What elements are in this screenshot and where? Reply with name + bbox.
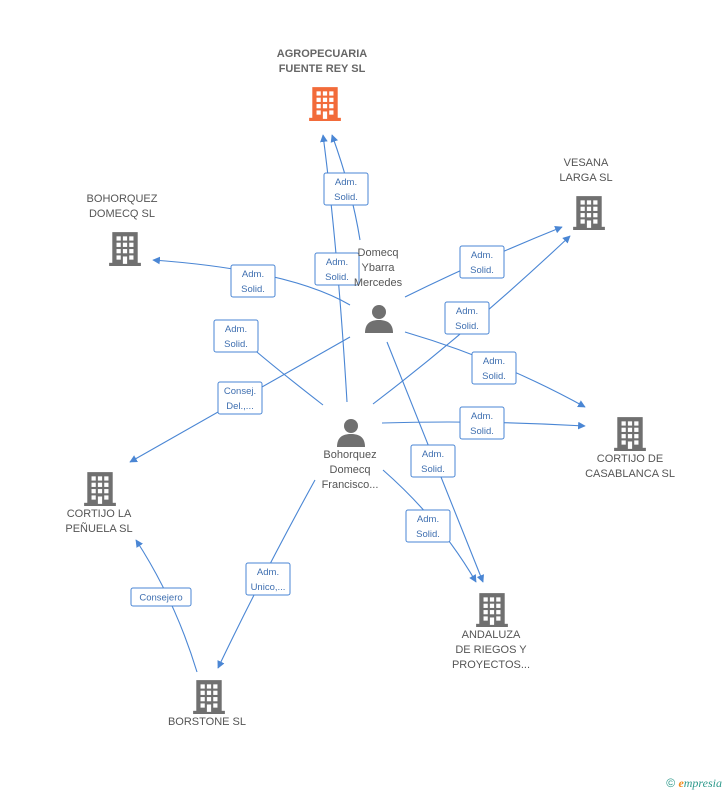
building-icon bbox=[573, 196, 605, 230]
node-label: FUENTE REY SL bbox=[279, 63, 366, 75]
copyright-icon: © bbox=[666, 776, 676, 790]
edge-label-text: Adm. bbox=[225, 324, 247, 335]
edge-label-text: Adm. bbox=[422, 449, 444, 460]
node-label: Bohorquez bbox=[323, 449, 376, 461]
edge-label-text: Solid. bbox=[334, 192, 358, 203]
building-icon bbox=[309, 87, 341, 121]
edge-label-text: Adm. bbox=[326, 257, 348, 268]
edge-label-domecq_ybarra-to-vesana[interactable]: Adm. Solid. bbox=[459, 245, 505, 279]
edge-label-box bbox=[314, 252, 360, 286]
edge-label-box bbox=[459, 406, 505, 440]
node-borstone[interactable]: BORSTONE SL bbox=[168, 680, 246, 728]
node-label: PROYECTOS... bbox=[452, 659, 530, 671]
node-label: Mercedes bbox=[354, 277, 403, 289]
edge-label-borstone-to-cortijo_penuela[interactable]: Consejero bbox=[130, 587, 192, 607]
node-label: Ybarra bbox=[361, 262, 395, 274]
building-icon bbox=[614, 417, 646, 451]
edge-label-bohorquez_francisco-to-borstone[interactable]: Adm. Unico,... bbox=[245, 562, 291, 596]
edge-label-box bbox=[405, 509, 451, 543]
edge-label-text: Adm. bbox=[471, 411, 493, 422]
edge-label-box bbox=[471, 351, 517, 385]
edge-label-text: Solid. bbox=[224, 339, 248, 350]
node-label: Domecq bbox=[358, 247, 399, 259]
edge-label-box bbox=[217, 381, 263, 415]
building-icon bbox=[476, 593, 508, 627]
edge-label-text: Adm. bbox=[417, 514, 439, 525]
building-icon bbox=[193, 680, 225, 714]
edge-label-text: Del.,... bbox=[226, 401, 253, 412]
edge-label-text: Adm. bbox=[483, 356, 505, 367]
node-agropecuaria[interactable]: AGROPECUARIA FUENTE REY SL bbox=[277, 48, 368, 121]
node-label: CASABLANCA SL bbox=[585, 468, 675, 480]
edge-label-text: Solid. bbox=[470, 265, 494, 276]
node-label: CORTIJO LA bbox=[67, 508, 132, 520]
nodes-layer: AGROPECUARIA FUENTE REY SL VESANA LARGA SL B… bbox=[65, 48, 675, 728]
node-label: ANDALUZA bbox=[462, 629, 521, 641]
node-label: PEÑUELA SL bbox=[65, 522, 132, 535]
edge-label-text: Consej. bbox=[224, 386, 256, 397]
edge-label-box bbox=[213, 319, 259, 353]
edge-label-box bbox=[245, 562, 291, 596]
edge-label-bohorquez_francisco-to-bohorquez_domecq_sl[interactable]: Adm. Solid. bbox=[213, 319, 259, 353]
edge-label-text: Solid. bbox=[325, 272, 349, 283]
edge-label-text: Adm. bbox=[335, 177, 357, 188]
edge-labels-layer: Adm. Solid. Adm. Solid. Adm. Solid. Adm. Solid.… bbox=[130, 172, 517, 607]
edge-label-box bbox=[459, 245, 505, 279]
edge-label-text: Adm. bbox=[242, 269, 264, 280]
edge-label-bohorquez_francisco-to-agropecuaria[interactable]: Adm. Solid. bbox=[323, 172, 369, 206]
edge-label-text: Adm. bbox=[456, 306, 478, 317]
edge-label-box bbox=[230, 264, 276, 298]
node-label: LARGA SL bbox=[559, 172, 612, 184]
node-label: AGROPECUARIA bbox=[277, 48, 368, 60]
building-icon bbox=[109, 232, 141, 266]
edge-label-text: Solid. bbox=[470, 426, 494, 437]
edge-label-text: Solid. bbox=[455, 321, 479, 332]
copyright-footer[interactable]: © empresia bbox=[666, 776, 722, 791]
edge-label-text: Unico,... bbox=[251, 582, 286, 593]
edge-label-text: Solid. bbox=[482, 371, 506, 382]
edge-label-domecq_ybarra-to-andaluza[interactable]: Adm. Solid. bbox=[410, 444, 456, 478]
edge-label-box bbox=[410, 444, 456, 478]
node-label: Domecq bbox=[330, 464, 371, 476]
edge-label-text: Adm. bbox=[471, 250, 493, 261]
node-cortijo_penuela[interactable]: CORTIJO LA PEÑUELA SL bbox=[65, 472, 133, 535]
edge-label-domecq_ybarra-to-cortijo_penuela[interactable]: Consej. Del.,... bbox=[217, 381, 263, 415]
node-label: DOMECQ SL bbox=[89, 208, 155, 220]
node-andaluza[interactable]: ANDALUZA DE RIEGOS Y PROYECTOS... bbox=[452, 593, 530, 671]
edge-label-text: Adm. bbox=[257, 567, 279, 578]
edge-label-box bbox=[444, 301, 490, 335]
edge-label-text: Consejero bbox=[139, 593, 182, 604]
node-vesana[interactable]: VESANA LARGA SL bbox=[559, 157, 613, 230]
edge-label-text: Solid. bbox=[241, 284, 265, 295]
edge-label-domecq_ybarra-to-bohorquez_domecq_sl[interactable]: Adm. Solid. bbox=[230, 264, 276, 298]
node-label: CORTIJO DE bbox=[597, 453, 663, 465]
node-bohorquez_domecq_sl[interactable]: BOHORQUEZ DOMECQ SL bbox=[87, 193, 158, 266]
node-label: Francisco... bbox=[322, 479, 379, 491]
empresia-logo: empresia bbox=[678, 776, 722, 790]
edges-layer bbox=[129, 134, 586, 673]
edge-label-box bbox=[323, 172, 369, 206]
node-label: BOHORQUEZ bbox=[87, 193, 158, 205]
node-cortijo_casablanca[interactable]: CORTIJO DE CASABLANCA SL bbox=[585, 417, 675, 480]
node-bohorquez_francisco[interactable]: BohorquezDomecqFrancisco... bbox=[322, 419, 379, 491]
edge-label-text: Solid. bbox=[416, 529, 440, 540]
node-label: DE RIEGOS Y bbox=[455, 644, 527, 656]
edge-label-bohorquez_francisco-to-vesana[interactable]: Adm. Solid. bbox=[444, 301, 490, 335]
edge-label-bohorquez_francisco-to-andaluza[interactable]: Adm. Solid. bbox=[405, 509, 451, 543]
person-icon bbox=[365, 305, 393, 333]
node-label: BORSTONE SL bbox=[168, 716, 246, 728]
edge-label-box bbox=[130, 587, 192, 607]
node-label: VESANA bbox=[564, 157, 609, 169]
edge-label-text: Solid. bbox=[421, 464, 445, 475]
edge-label-domecq_ybarra-to-agropecuaria[interactable]: Adm. Solid. bbox=[314, 252, 360, 286]
edge-label-domecq_ybarra-to-cortijo_casablanca[interactable]: Adm. Solid. bbox=[471, 351, 517, 385]
building-icon bbox=[84, 472, 116, 506]
edge-label-bohorquez_francisco-to-cortijo_casablanca[interactable]: Adm. Solid. bbox=[459, 406, 505, 440]
person-icon bbox=[337, 419, 365, 447]
